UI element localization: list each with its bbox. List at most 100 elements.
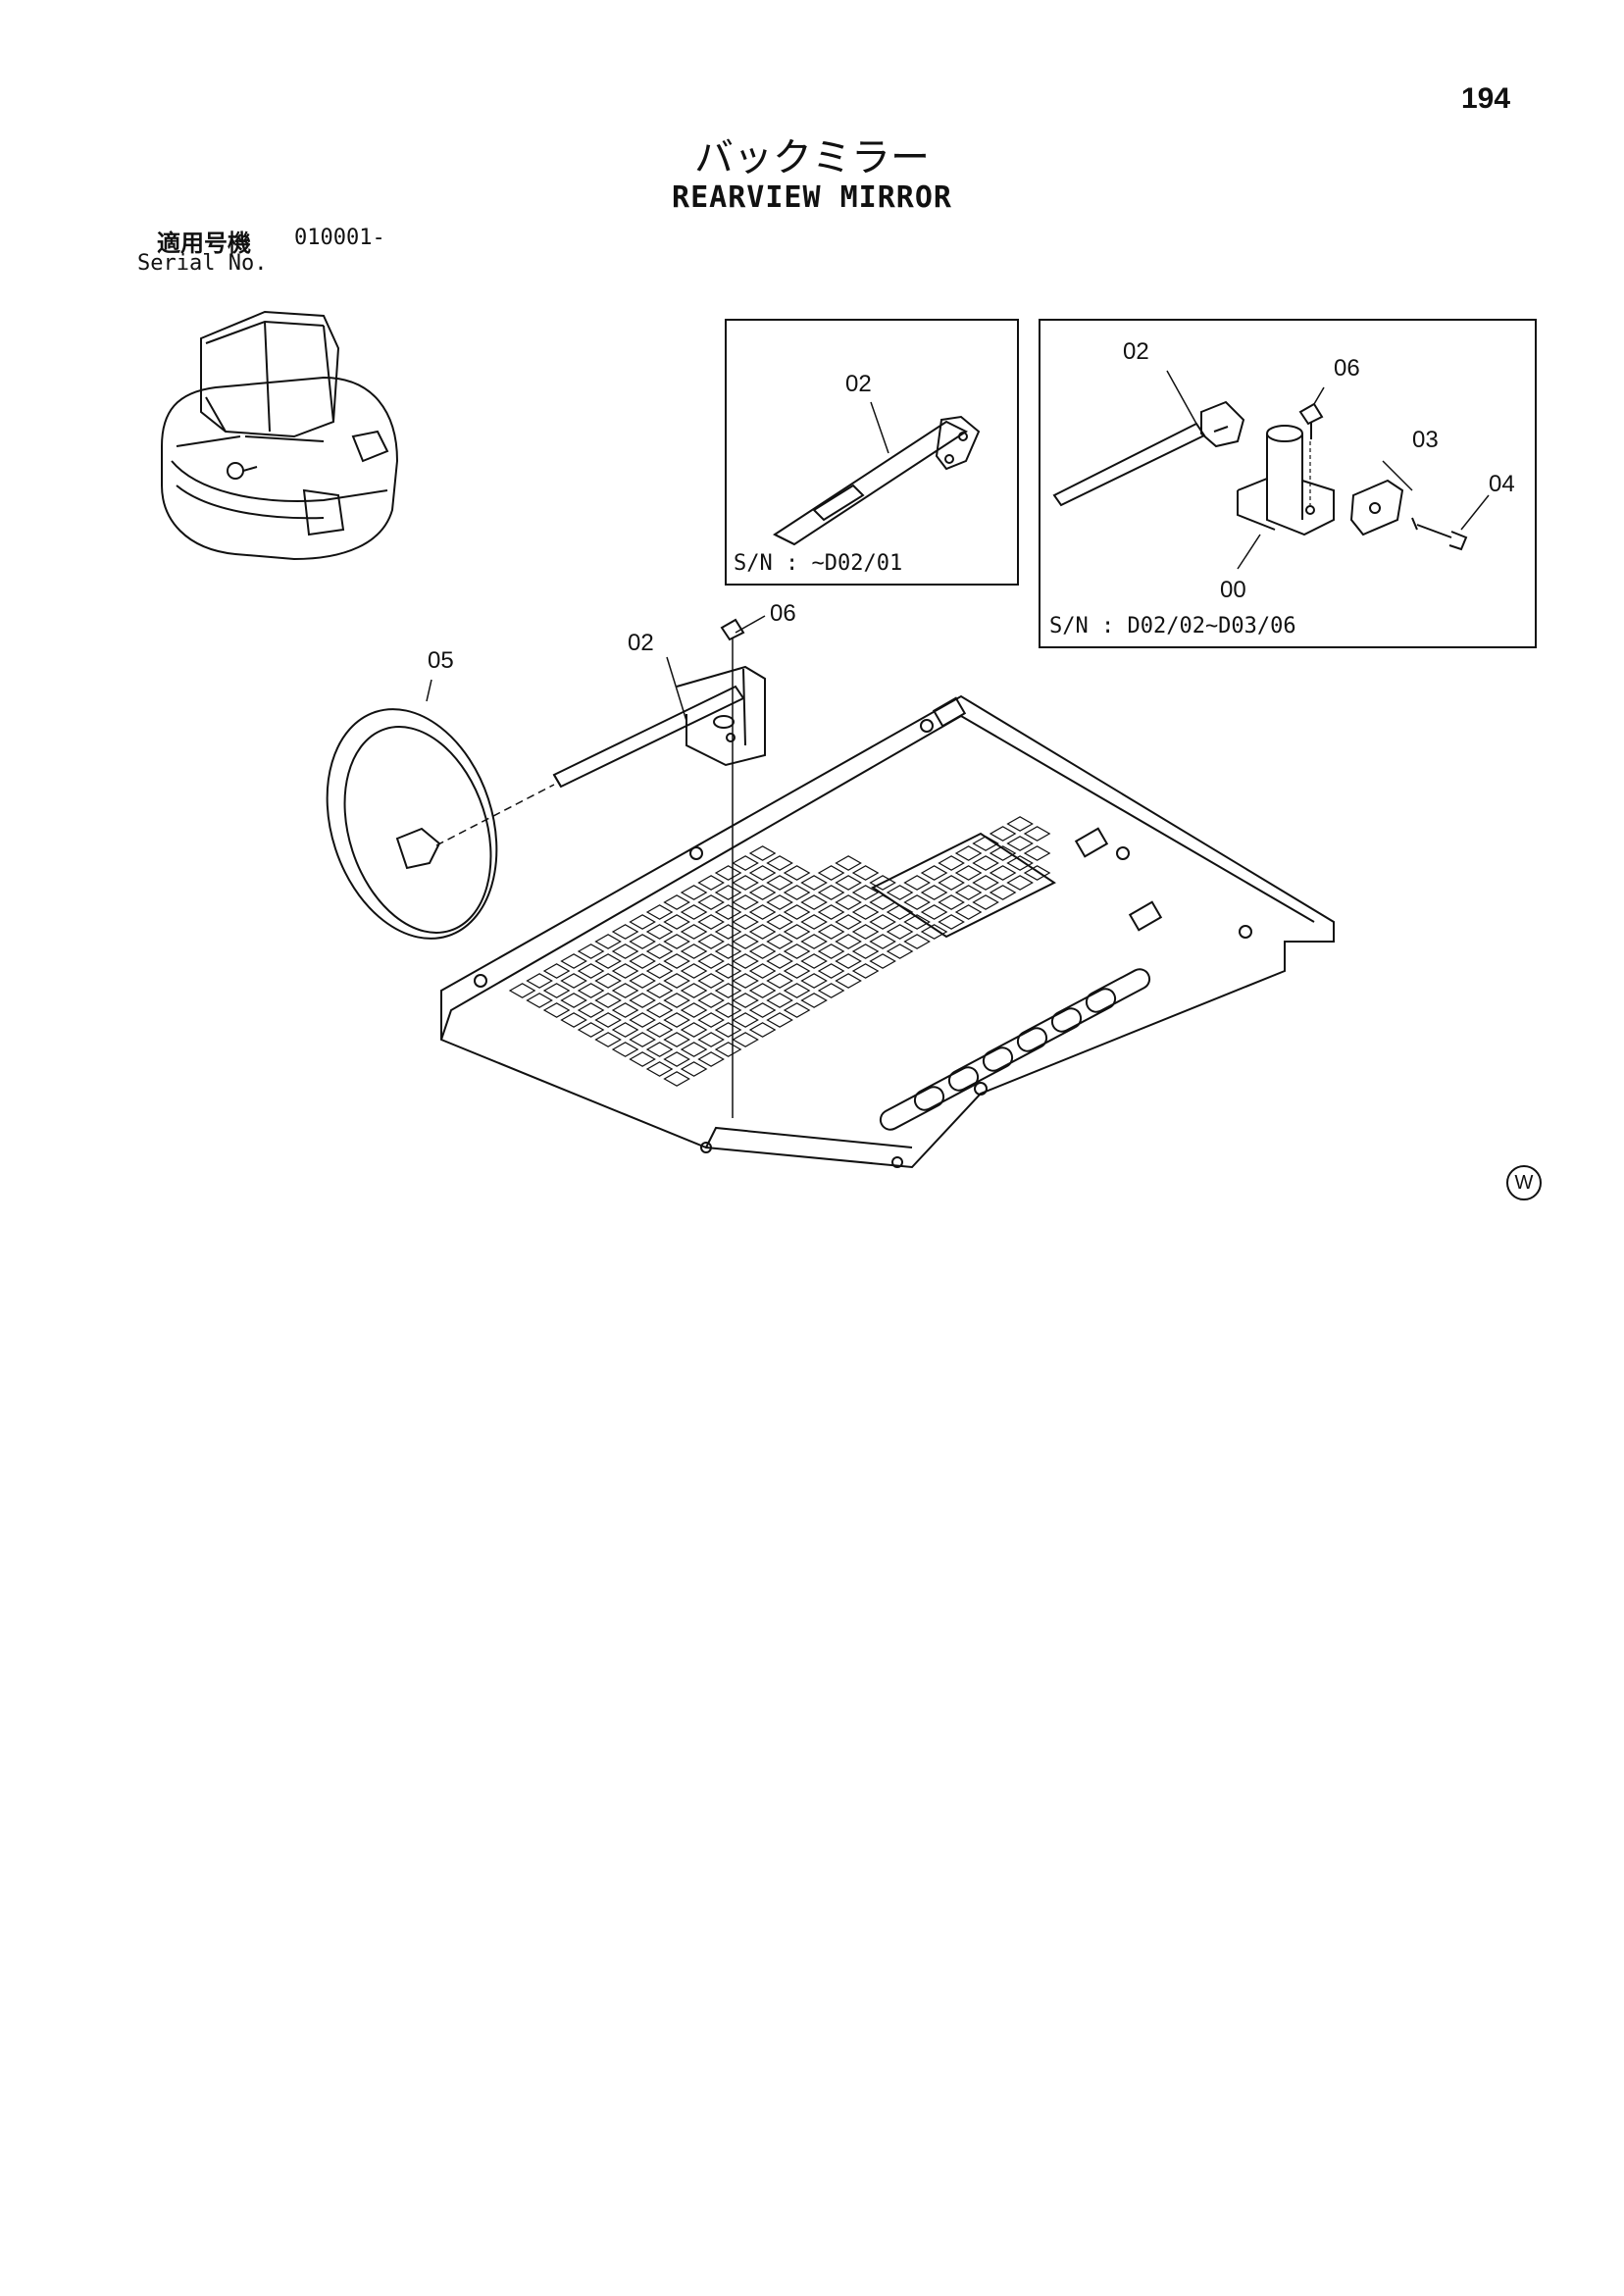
grid-hole xyxy=(920,865,948,881)
floor-grid-holes xyxy=(508,816,1051,1087)
grid-hole xyxy=(714,924,742,940)
grid-hole xyxy=(938,894,965,910)
grid-hole xyxy=(697,934,725,949)
grid-hole xyxy=(714,983,742,998)
grid-hole xyxy=(577,963,605,979)
grid-hole xyxy=(680,924,708,940)
grid-hole xyxy=(629,934,656,949)
callout-inset2-04: 04 xyxy=(1489,471,1515,497)
grid-hole xyxy=(783,924,811,940)
grid-hole xyxy=(800,875,828,891)
grid-hole xyxy=(645,983,674,998)
callout-main-06: 06 xyxy=(770,600,796,627)
grid-hole xyxy=(594,1012,622,1028)
grid-hole xyxy=(903,875,931,891)
grid-hole xyxy=(697,1012,725,1028)
inset-box-early-serial xyxy=(725,319,1019,586)
grid-hole xyxy=(645,944,674,959)
grid-hole xyxy=(645,1022,674,1038)
grid-hole xyxy=(835,875,862,891)
grid-hole xyxy=(920,924,948,940)
grid-hole xyxy=(851,904,880,920)
grid-hole xyxy=(835,953,862,969)
grid-hole xyxy=(594,973,622,989)
grid-hole xyxy=(680,1042,708,1057)
grid-hole xyxy=(835,894,862,910)
grid-hole xyxy=(972,894,999,910)
grid-hole xyxy=(732,993,759,1008)
grid-hole xyxy=(851,944,880,959)
mirror-illustration xyxy=(326,679,555,940)
grid-hole xyxy=(835,973,862,989)
grid-hole xyxy=(577,983,605,998)
grid-hole xyxy=(800,973,828,989)
callout-inset2-00: 00 xyxy=(1220,577,1246,603)
grid-hole xyxy=(629,1012,656,1028)
grid-hole xyxy=(903,934,931,949)
grid-hole xyxy=(766,993,793,1008)
grid-hole xyxy=(714,944,742,959)
grid-hole xyxy=(800,914,828,930)
callout-main-02: 02 xyxy=(628,630,654,656)
grid-hole xyxy=(611,944,639,959)
grid-hole xyxy=(732,1012,759,1028)
grid-hole xyxy=(714,865,742,881)
grid-hole xyxy=(817,924,845,940)
grid-hole xyxy=(714,885,742,900)
grid-hole xyxy=(817,944,845,959)
grid-hole xyxy=(886,904,914,920)
grid-hole xyxy=(663,1032,690,1047)
grid-hole xyxy=(766,894,793,910)
grid-hole xyxy=(783,963,811,979)
grid-hole xyxy=(766,914,793,930)
inset-box-mid-serial xyxy=(1039,319,1537,648)
grid-hole xyxy=(697,894,725,910)
grid-hole xyxy=(663,914,690,930)
grid-hole xyxy=(732,973,759,989)
grid-hole xyxy=(851,865,880,881)
grid-hole xyxy=(989,885,1017,900)
grid-hole xyxy=(629,914,656,930)
grid-hole xyxy=(714,1022,742,1038)
grid-hole xyxy=(748,963,777,979)
grid-hole xyxy=(1023,845,1051,861)
grid-hole xyxy=(766,953,793,969)
grid-hole xyxy=(1006,816,1034,832)
grid-hole xyxy=(594,993,622,1008)
grid-hole xyxy=(680,1002,708,1018)
grid-hole xyxy=(663,973,690,989)
grid-hole xyxy=(954,904,983,920)
grid-hole xyxy=(526,973,553,989)
grid-hole xyxy=(594,934,622,949)
grid-hole xyxy=(835,914,862,930)
grid-hole xyxy=(817,865,845,881)
floor-slots xyxy=(879,968,1151,1131)
grid-hole xyxy=(629,1032,656,1047)
inset2-serial-range: S/N : D02/02~D03/06 xyxy=(1049,614,1296,638)
grid-hole xyxy=(560,973,587,989)
grid-hole xyxy=(663,934,690,949)
grid-hole xyxy=(560,993,587,1008)
grid-hole xyxy=(714,1042,742,1057)
grid-hole xyxy=(748,885,777,900)
grid-hole xyxy=(748,924,777,940)
grid-hole xyxy=(783,865,811,881)
grid-hole xyxy=(783,885,811,900)
serial-label-english: Serial No. xyxy=(137,251,268,276)
grid-hole xyxy=(903,894,931,910)
grid-hole xyxy=(766,973,793,989)
grid-hole xyxy=(526,993,553,1008)
grid-hole xyxy=(972,836,999,851)
grid-hole xyxy=(869,875,896,891)
grid-hole xyxy=(1006,875,1034,891)
callout-inset1-02: 02 xyxy=(845,371,872,397)
grid-hole xyxy=(766,875,793,891)
callout-inset2-02: 02 xyxy=(1123,338,1149,365)
inset1-serial-range: S/N : ~D02/01 xyxy=(734,551,903,576)
grid-hole xyxy=(697,993,725,1008)
grid-hole xyxy=(903,914,931,930)
grid-hole xyxy=(1023,865,1051,881)
grid-hole xyxy=(886,944,914,959)
grid-hole xyxy=(817,983,845,998)
grid-hole xyxy=(869,914,896,930)
